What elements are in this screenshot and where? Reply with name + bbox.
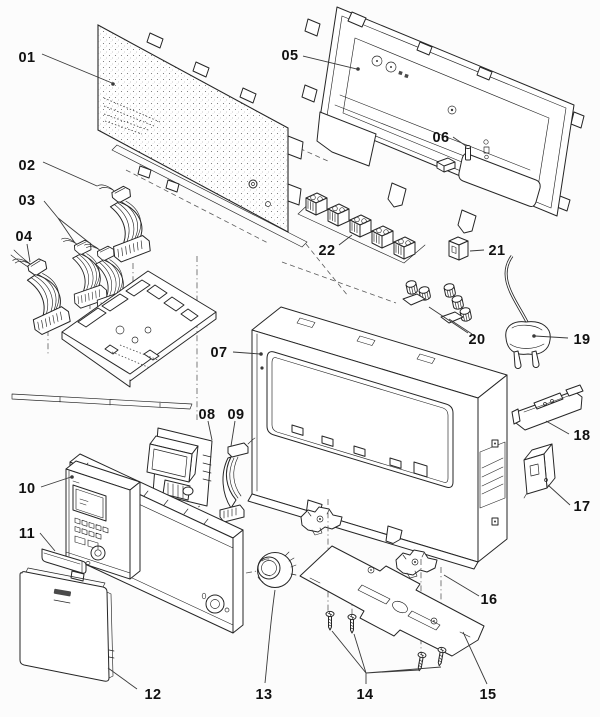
leader-11 (39, 532, 56, 552)
callout-16: 16 (481, 592, 498, 608)
leader-08 (207, 420, 213, 441)
callout-13: 13 (256, 687, 273, 703)
panel-clip-detail (436, 157, 456, 173)
brand-logo-mark (53, 588, 72, 597)
callout-20: 20 (469, 332, 486, 348)
part-04-ribbon-cable (10, 249, 73, 338)
callout-21: 21 (489, 243, 506, 259)
part-20-button-caps (402, 279, 473, 324)
part-08-display-module (146, 427, 213, 507)
leader-14 (331, 630, 442, 684)
part-21-clip (448, 236, 469, 261)
leader-01 (41, 53, 113, 84)
part-17-clip-cover (523, 443, 556, 499)
callout-11: 11 (19, 526, 35, 542)
part-22-terminal-blocks (297, 192, 426, 264)
part-11-trim-strip (41, 548, 87, 582)
leader-05 (302, 55, 358, 70)
part-06-pin-fastener (465, 139, 490, 161)
callout-17: 17 (574, 499, 591, 515)
part-09-ribbon-cable (219, 437, 256, 523)
leader-15 (462, 631, 488, 685)
leader-12 (107, 667, 138, 690)
callout-07: 07 (211, 345, 228, 361)
part-01-circuit-board (97, 24, 308, 248)
panel-recess (458, 153, 541, 207)
callout-14: 14 (357, 687, 374, 703)
leader-09 (230, 420, 236, 447)
callouts: 01 02 03 04 05 06 07 08 09 10 11 12 13 1… (16, 48, 591, 703)
callout-01: 01 (19, 50, 36, 66)
part-18-slide-bracket (511, 384, 584, 431)
part-10-control-fascia (65, 453, 244, 634)
callout-06: 06 (433, 130, 450, 146)
leader-03 (43, 200, 97, 249)
callout-15: 15 (480, 687, 497, 703)
pcb-surface (97, 24, 289, 233)
frame-opening (266, 351, 454, 488)
callout-10: 10 (19, 481, 36, 497)
callout-04: 04 (16, 229, 33, 245)
leader-21 (469, 249, 485, 252)
callout-05: 05 (282, 48, 299, 64)
callout-09: 09 (228, 407, 245, 423)
leader-10 (40, 476, 72, 488)
leader-13 (264, 589, 276, 684)
leader-07 (232, 351, 261, 355)
callout-18: 18 (574, 428, 591, 444)
callout-19: 19 (574, 332, 591, 348)
leader-20 (428, 306, 473, 335)
part-05-rear-panel (301, 6, 585, 234)
leader-02 (42, 161, 98, 187)
callout-12: 12 (145, 687, 162, 703)
leader-22 (338, 234, 353, 246)
part-13-rotary-knob (245, 551, 297, 588)
part-19-power-cord-plug (504, 255, 551, 370)
display-window (72, 484, 107, 522)
callout-03: 03 (19, 193, 36, 209)
leader-16 (443, 574, 480, 597)
lower-circuit-board (11, 270, 217, 410)
fascia-control-unit (65, 460, 141, 580)
callout-22: 22 (319, 243, 336, 259)
part-15-mounting-plate (299, 545, 485, 657)
callout-08: 08 (199, 407, 216, 423)
leader-19 (534, 335, 569, 339)
leader-06 (452, 136, 467, 147)
part-12-front-flap (19, 567, 115, 682)
callout-02: 02 (19, 158, 36, 174)
leader-17 (547, 484, 571, 506)
leader-04 (26, 243, 31, 263)
leader-18 (545, 420, 570, 435)
